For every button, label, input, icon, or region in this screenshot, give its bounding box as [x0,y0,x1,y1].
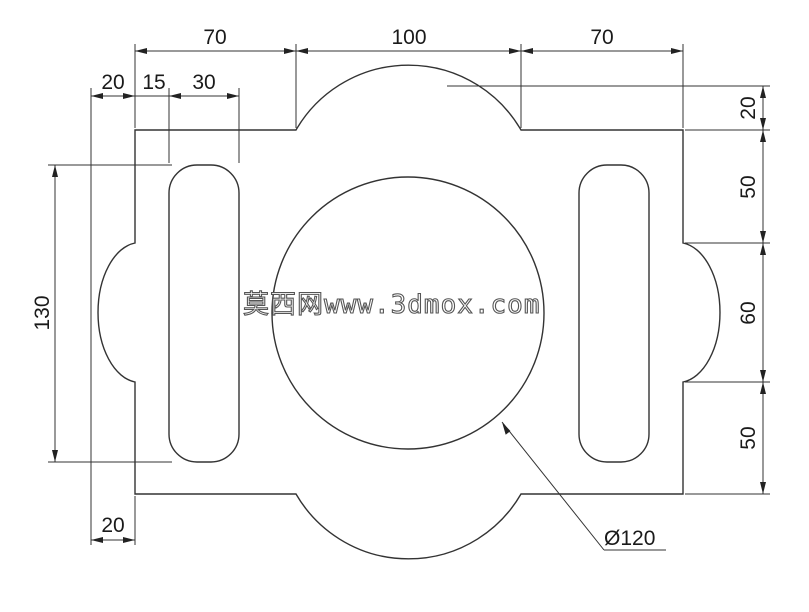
right-slot [578,164,650,463]
right-dimensions [447,85,770,495]
left-dimension [48,164,172,463]
dim-right-upper: 50 [737,175,760,198]
part-outline [97,64,721,560]
dim-top-center: 100 [391,26,426,49]
dim-top-left: 70 [203,26,226,49]
bottom-left-dimension [91,496,136,545]
left-slot [168,164,240,463]
center-hole [271,176,545,450]
dim-slot-offset: 15 [142,71,165,94]
dim-slot-width: 30 [192,71,215,94]
second-row-dimensions [90,88,240,545]
watermark-text: 莫西网www.3dmox.com [243,290,541,320]
dim-top-right: 70 [590,26,613,49]
top-dimensions [134,44,684,128]
dim-right-middle: 60 [737,301,760,324]
dim-circle-diameter: Ø120 [604,527,655,550]
dim-bottom-left: 20 [101,514,124,537]
dim-right-top: 20 [737,96,760,119]
dim-left-offset: 20 [101,71,124,94]
diameter-leader [501,421,666,551]
dim-left-height: 130 [31,295,54,330]
dim-right-lower: 50 [737,426,760,449]
